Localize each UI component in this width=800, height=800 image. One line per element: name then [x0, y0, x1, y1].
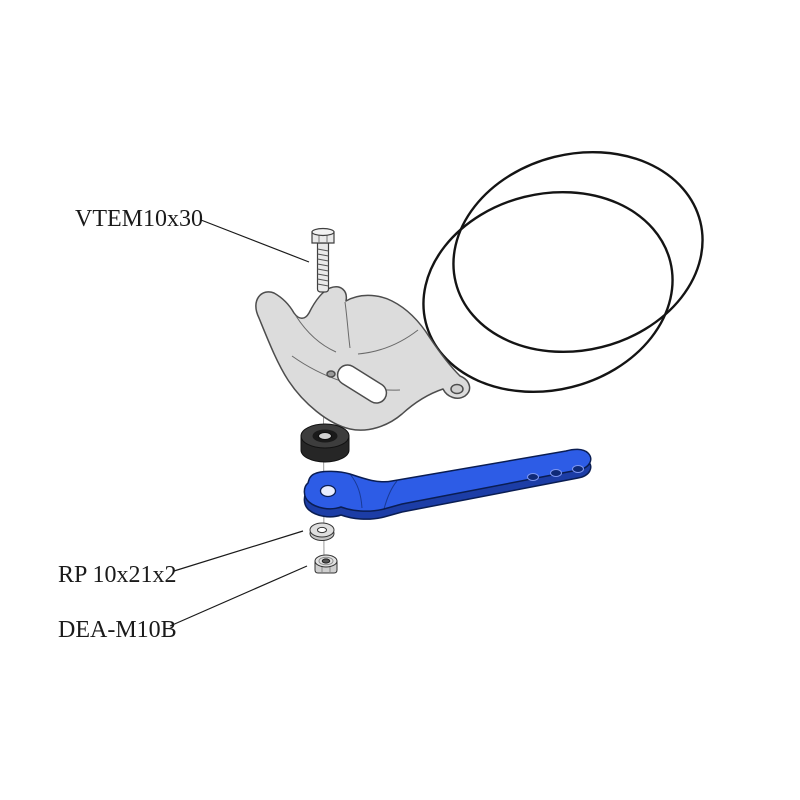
bracket-flange-line — [357, 329, 419, 355]
hex-bolt — [311, 227, 335, 293]
flat-washer — [309, 522, 335, 541]
label-bolt: VTEM10x30 — [75, 206, 203, 232]
arm-adjust-hole — [550, 469, 562, 477]
bushing-hole — [318, 432, 332, 440]
arm-top-face — [303, 448, 592, 512]
bolt-threads — [317, 248, 329, 287]
rubber-bushing — [300, 423, 350, 463]
bolt-head-top — [311, 227, 335, 237]
arm-adjust-hole — [527, 473, 539, 481]
arm-adjust-hole — [572, 465, 584, 473]
bracket-fold-line — [344, 301, 351, 349]
bracket-small-hole — [326, 370, 336, 378]
nut-chamfer — [318, 556, 334, 566]
leader-line-bolt — [200, 219, 310, 263]
mounting-bracket — [255, 286, 471, 431]
bracket-fold-line — [295, 315, 337, 353]
band-clamp — [422, 150, 704, 394]
label-washer: RP 10x21x2 — [58, 562, 176, 588]
arm-pivot-hole — [319, 484, 337, 498]
bracket-body — [255, 286, 471, 431]
label-nut: DEA-M10B — [58, 617, 177, 643]
control-arm — [303, 448, 592, 520]
band-clamp-back-edge — [452, 150, 704, 354]
hex-nut — [314, 554, 338, 574]
arm-bend-line — [349, 473, 363, 509]
band-clamp-front-edge — [422, 190, 674, 394]
leader-line-washer — [173, 530, 304, 572]
nut-hole — [321, 558, 331, 564]
leader-line-nut — [169, 565, 308, 627]
washer-hole — [317, 526, 327, 534]
arm-bend-line — [383, 480, 398, 510]
bracket-slot — [336, 364, 388, 404]
bracket-tab-rivet — [450, 383, 464, 395]
